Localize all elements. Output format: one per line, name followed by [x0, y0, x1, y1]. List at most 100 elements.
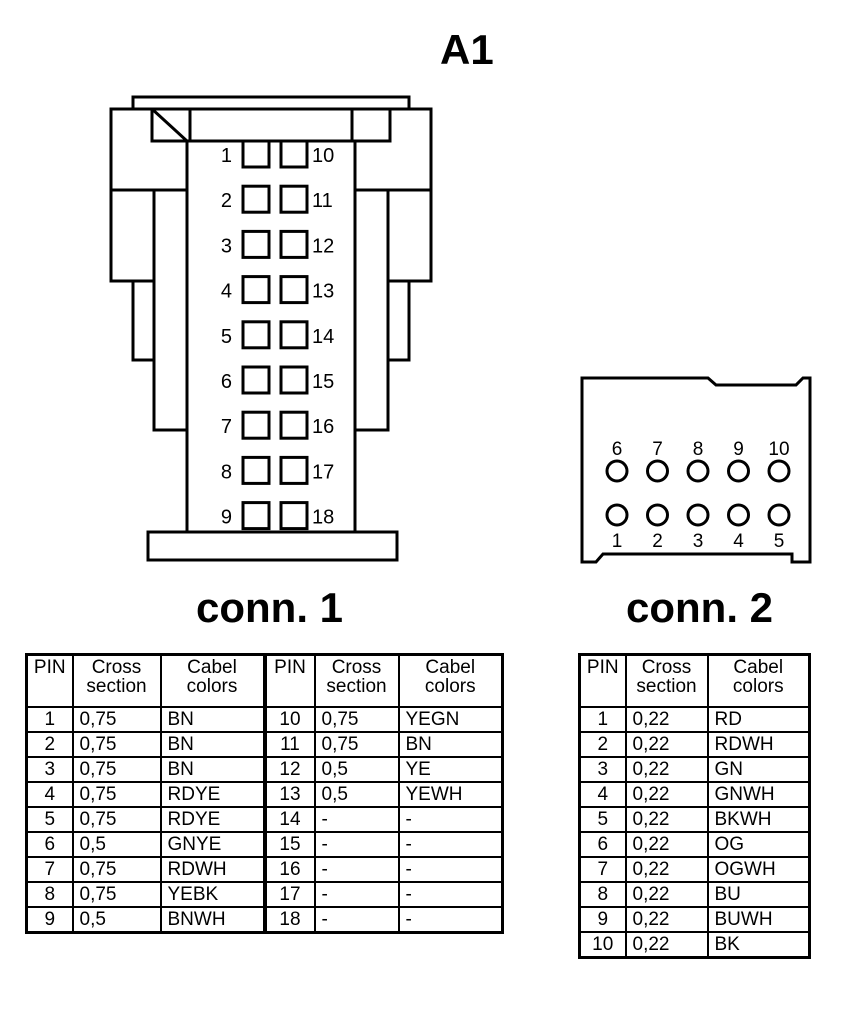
cross-section-value: 0,75: [71, 781, 162, 808]
cross-section-value: 0,75: [313, 706, 400, 733]
header-pin: PIN: [578, 653, 627, 708]
cross-section-value: 0,5: [71, 906, 162, 934]
pin-number: 1: [578, 706, 627, 733]
pin-label: 4: [221, 281, 232, 303]
pin-socket: [241, 229, 271, 259]
pin-label: 13: [312, 281, 334, 303]
cross-section-value: 0,5: [313, 781, 400, 808]
pin-number: 6: [578, 831, 627, 858]
cable-color-value: RDWH: [159, 856, 266, 883]
pin-socket: [605, 503, 629, 527]
conn2-housing: [580, 376, 812, 564]
pin-number: 17: [262, 881, 316, 908]
pin-label: 14: [312, 326, 334, 348]
pin-label: 8: [693, 439, 704, 460]
pin-number: 5: [25, 806, 74, 833]
cable-color-value: OGWH: [706, 856, 811, 883]
cable-color-value: -: [397, 856, 504, 883]
cross-section-value: 0,75: [71, 706, 162, 733]
header-pin: PIN: [25, 653, 74, 708]
pin-label: 3: [221, 235, 232, 257]
pin-number: 5: [578, 806, 627, 833]
conn2-title: conn. 2: [626, 584, 774, 631]
conn1-right-wing-outer: [353, 107, 433, 192]
cross-section-value: 0,75: [313, 731, 400, 758]
pin-socket: [686, 503, 710, 527]
cross-section-value: -: [313, 831, 400, 858]
pin-label: 2: [652, 531, 663, 552]
pin-socket: [241, 365, 271, 395]
cross-section-value: 0,5: [313, 756, 400, 783]
pin-socket: [279, 501, 309, 531]
pin-label: 18: [312, 507, 334, 529]
cable-color-value: OG: [706, 831, 811, 858]
conn1-left-wing-mid: [109, 188, 156, 283]
pin-socket: [279, 455, 309, 485]
pin-socket: [241, 501, 271, 531]
pin-socket: [279, 320, 309, 350]
cross-section-value: -: [313, 906, 400, 934]
pin-socket: [646, 503, 669, 527]
pin-socket: [241, 275, 271, 305]
pin-label: 9: [221, 507, 232, 529]
cable-color-value: -: [397, 806, 504, 833]
pin-number: 2: [25, 731, 74, 758]
cable-color-value: RDYE: [159, 781, 266, 808]
cable-color-value: -: [397, 831, 504, 858]
pin-label: 12: [312, 235, 334, 257]
pin-label: 8: [221, 461, 232, 483]
conn1-right-wing-lower: [386, 279, 411, 362]
diagram-title: A1: [440, 26, 494, 73]
pin-socket: [279, 229, 309, 259]
pin-number: 15: [262, 831, 316, 858]
conn1-housing: [109, 95, 433, 562]
pin-number: 12: [262, 756, 316, 783]
cable-color-value: YEBK: [159, 881, 266, 908]
cross-section-value: 0,22: [624, 831, 709, 858]
pin-socket: [241, 455, 271, 485]
cross-section-value: 0,22: [624, 756, 709, 783]
cross-section-value: 0,75: [71, 806, 162, 833]
pin-socket: [727, 459, 750, 483]
cable-color-value: -: [397, 906, 504, 934]
pin-label: 4: [733, 531, 744, 552]
pin-number: 10: [578, 931, 627, 959]
pin-label: 10: [768, 439, 789, 460]
pin-socket: [279, 365, 309, 395]
pin-label: 10: [312, 145, 334, 167]
pin-number: 10: [262, 706, 316, 733]
conn1-left-rail: [152, 188, 189, 432]
pin-label: 15: [312, 371, 334, 393]
cross-section-value: 0,5: [71, 831, 162, 858]
cable-color-value: BN: [397, 731, 504, 758]
cable-color-value: BN: [159, 756, 266, 783]
pin-socket: [241, 320, 271, 350]
conn1-left-wing-outer: [109, 107, 189, 192]
cross-section-value: -: [313, 806, 400, 833]
cable-color-value: YE: [397, 756, 504, 783]
pin-number: 7: [25, 856, 74, 883]
cable-color-value: RDYE: [159, 806, 266, 833]
cable-color-value: BN: [159, 706, 266, 733]
cross-section-value: 0,22: [624, 706, 709, 733]
pin-number: 8: [578, 881, 627, 908]
pin-number: 13: [262, 781, 316, 808]
pin-socket: [767, 459, 791, 483]
cable-color-value: RD: [706, 706, 811, 733]
